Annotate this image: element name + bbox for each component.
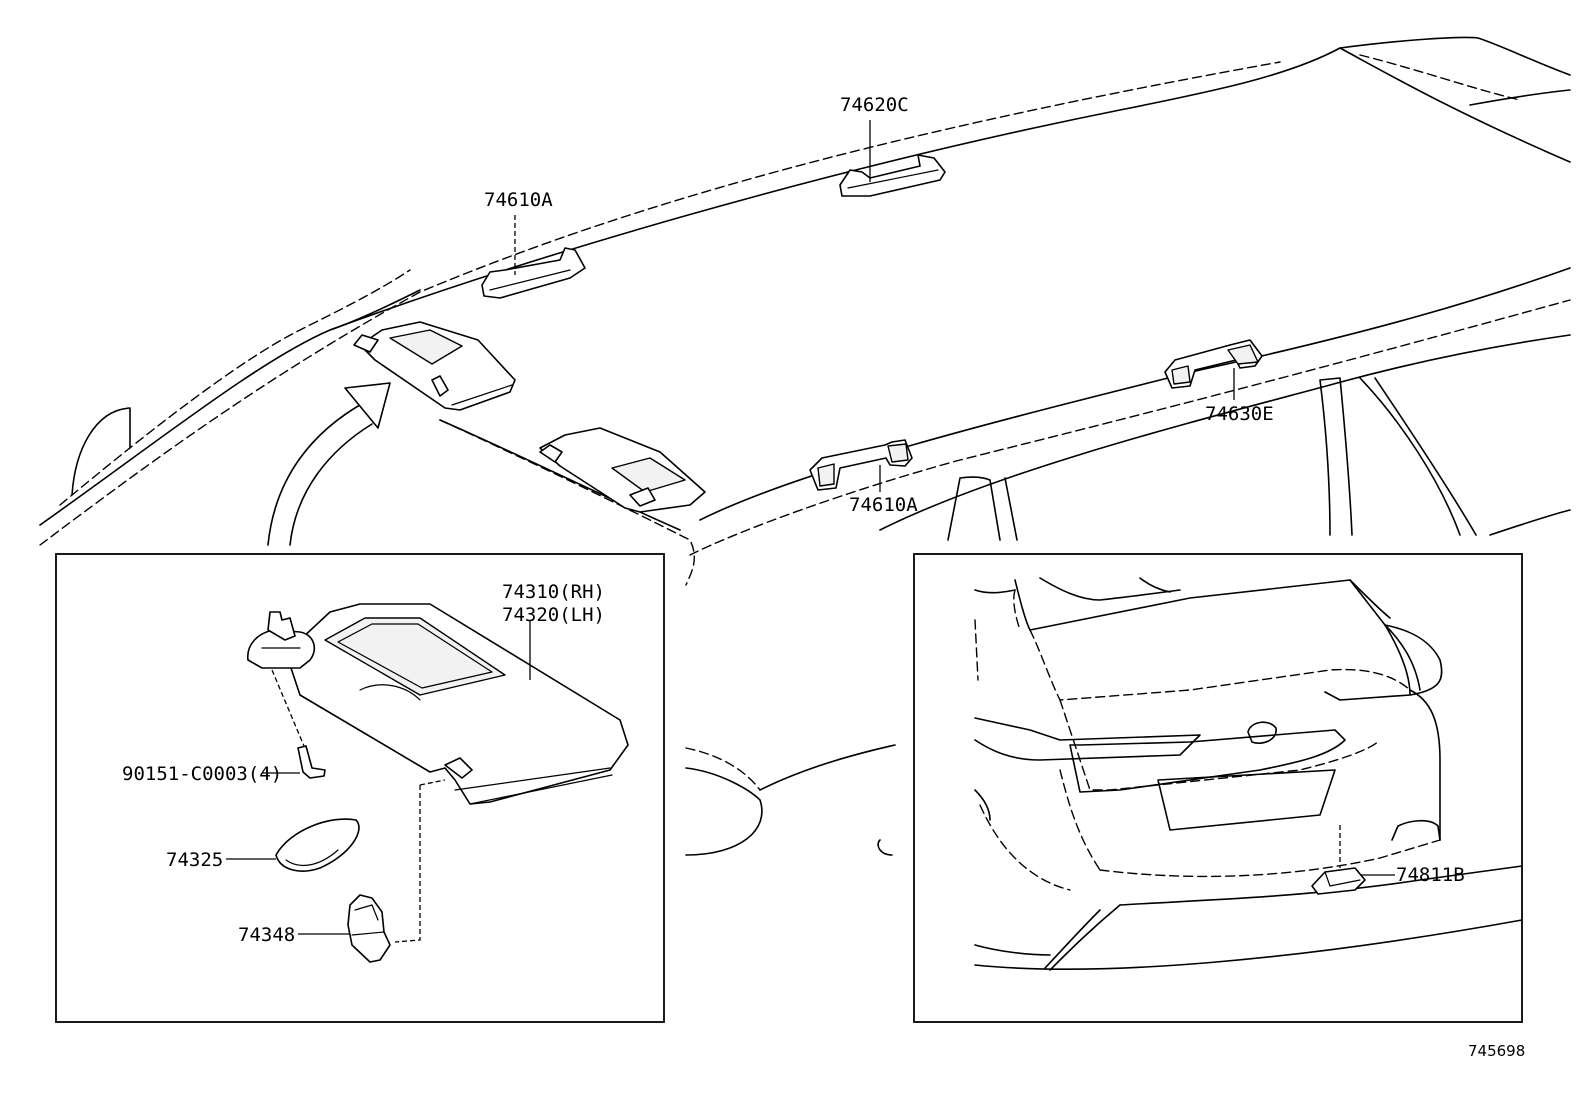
label-visor-rh: 74310(RH) bbox=[502, 581, 605, 603]
label-grip-front-low: 74610A bbox=[849, 494, 918, 516]
visor-detail-box bbox=[55, 553, 665, 1023]
label-screw: 90151-C0003(4) bbox=[122, 763, 282, 785]
label-grip-center-top: 74620C bbox=[840, 94, 909, 116]
sun-visor-roof-2 bbox=[539, 427, 706, 513]
label-holder: 74348 bbox=[238, 924, 295, 946]
label-grip-front-top: 74610A bbox=[484, 189, 553, 211]
assist-grip-front-top bbox=[481, 215, 586, 299]
label-visor-lh: 74320(LH) bbox=[502, 604, 605, 626]
assist-grip-rear bbox=[1164, 339, 1263, 400]
label-grip-rear: 74630E bbox=[1205, 403, 1274, 425]
sun-visor-roof-1 bbox=[353, 321, 516, 411]
label-back-door-part: 74811B bbox=[1396, 864, 1465, 886]
visor-detail bbox=[226, 603, 629, 963]
assist-grip-front-low bbox=[809, 439, 913, 492]
back-door-detail-box bbox=[913, 553, 1523, 1023]
diagram-reference-number: 745698 bbox=[1468, 1042, 1525, 1060]
back-door-detail bbox=[974, 577, 1523, 971]
roof-outline bbox=[39, 36, 1571, 856]
label-mirror-cover: 74325 bbox=[166, 849, 223, 871]
assist-grip-center-top bbox=[839, 120, 946, 197]
